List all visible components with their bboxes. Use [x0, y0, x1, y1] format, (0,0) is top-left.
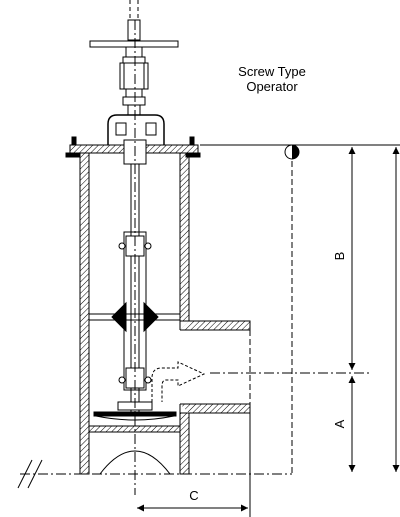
handwheel	[89, 40, 179, 64]
screw-operator	[119, 62, 149, 116]
ground-break	[17, 459, 43, 489]
datum-marker	[284, 144, 300, 160]
dimension-b-label: B	[332, 252, 347, 261]
dimension-c-label: C	[189, 488, 198, 503]
yoke	[107, 114, 165, 148]
title-line-2: Operator	[246, 79, 298, 94]
centerlines	[20, 20, 370, 495]
stem-top	[127, 0, 141, 41]
reference-outline	[200, 144, 400, 474]
flow-arrow	[151, 361, 206, 402]
title-line-1: Screw Type	[238, 64, 306, 79]
valve-body	[79, 152, 251, 475]
dimension-a-label: A	[332, 419, 347, 428]
dimension-b-line	[340, 144, 360, 370]
dimension-c-line	[137, 413, 251, 517]
